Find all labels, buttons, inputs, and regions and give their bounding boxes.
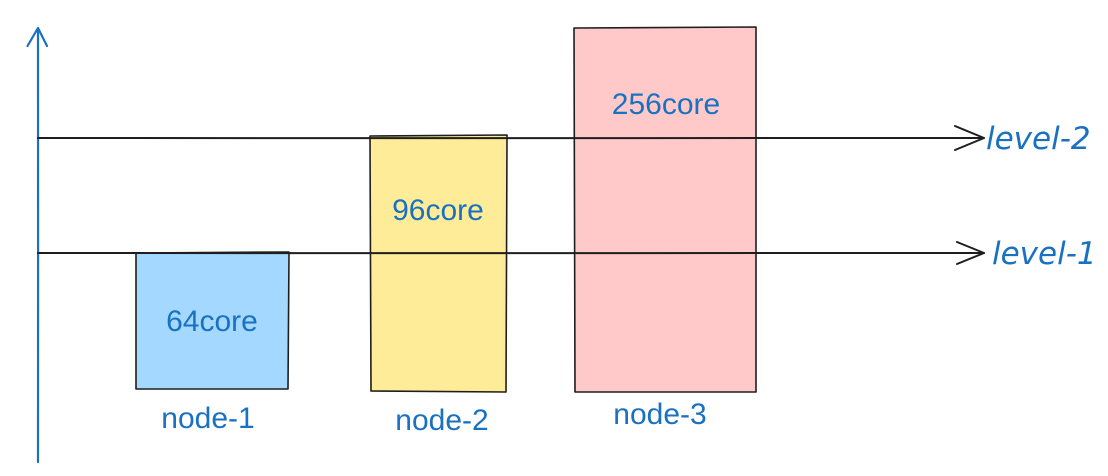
node-3-cores-label: 256core: [612, 88, 720, 121]
level-1-label: level-1: [992, 236, 1097, 272]
vertical-axis: [26, 26, 49, 464]
node-3-name: node-3: [613, 398, 706, 431]
level-2-line: [37, 125, 985, 151]
node-1-cores-label: 64core: [166, 305, 258, 338]
node-2-box: [369, 134, 508, 393]
level-2-label: level-2: [986, 121, 1091, 157]
level-1-line: [37, 241, 985, 265]
node-1-box: [135, 251, 290, 390]
node-2-name: node-2: [395, 404, 488, 437]
node-1-name: node-1: [161, 402, 254, 435]
node-2-cores-label: 96core: [392, 194, 484, 227]
node-3-box: [573, 26, 757, 393]
